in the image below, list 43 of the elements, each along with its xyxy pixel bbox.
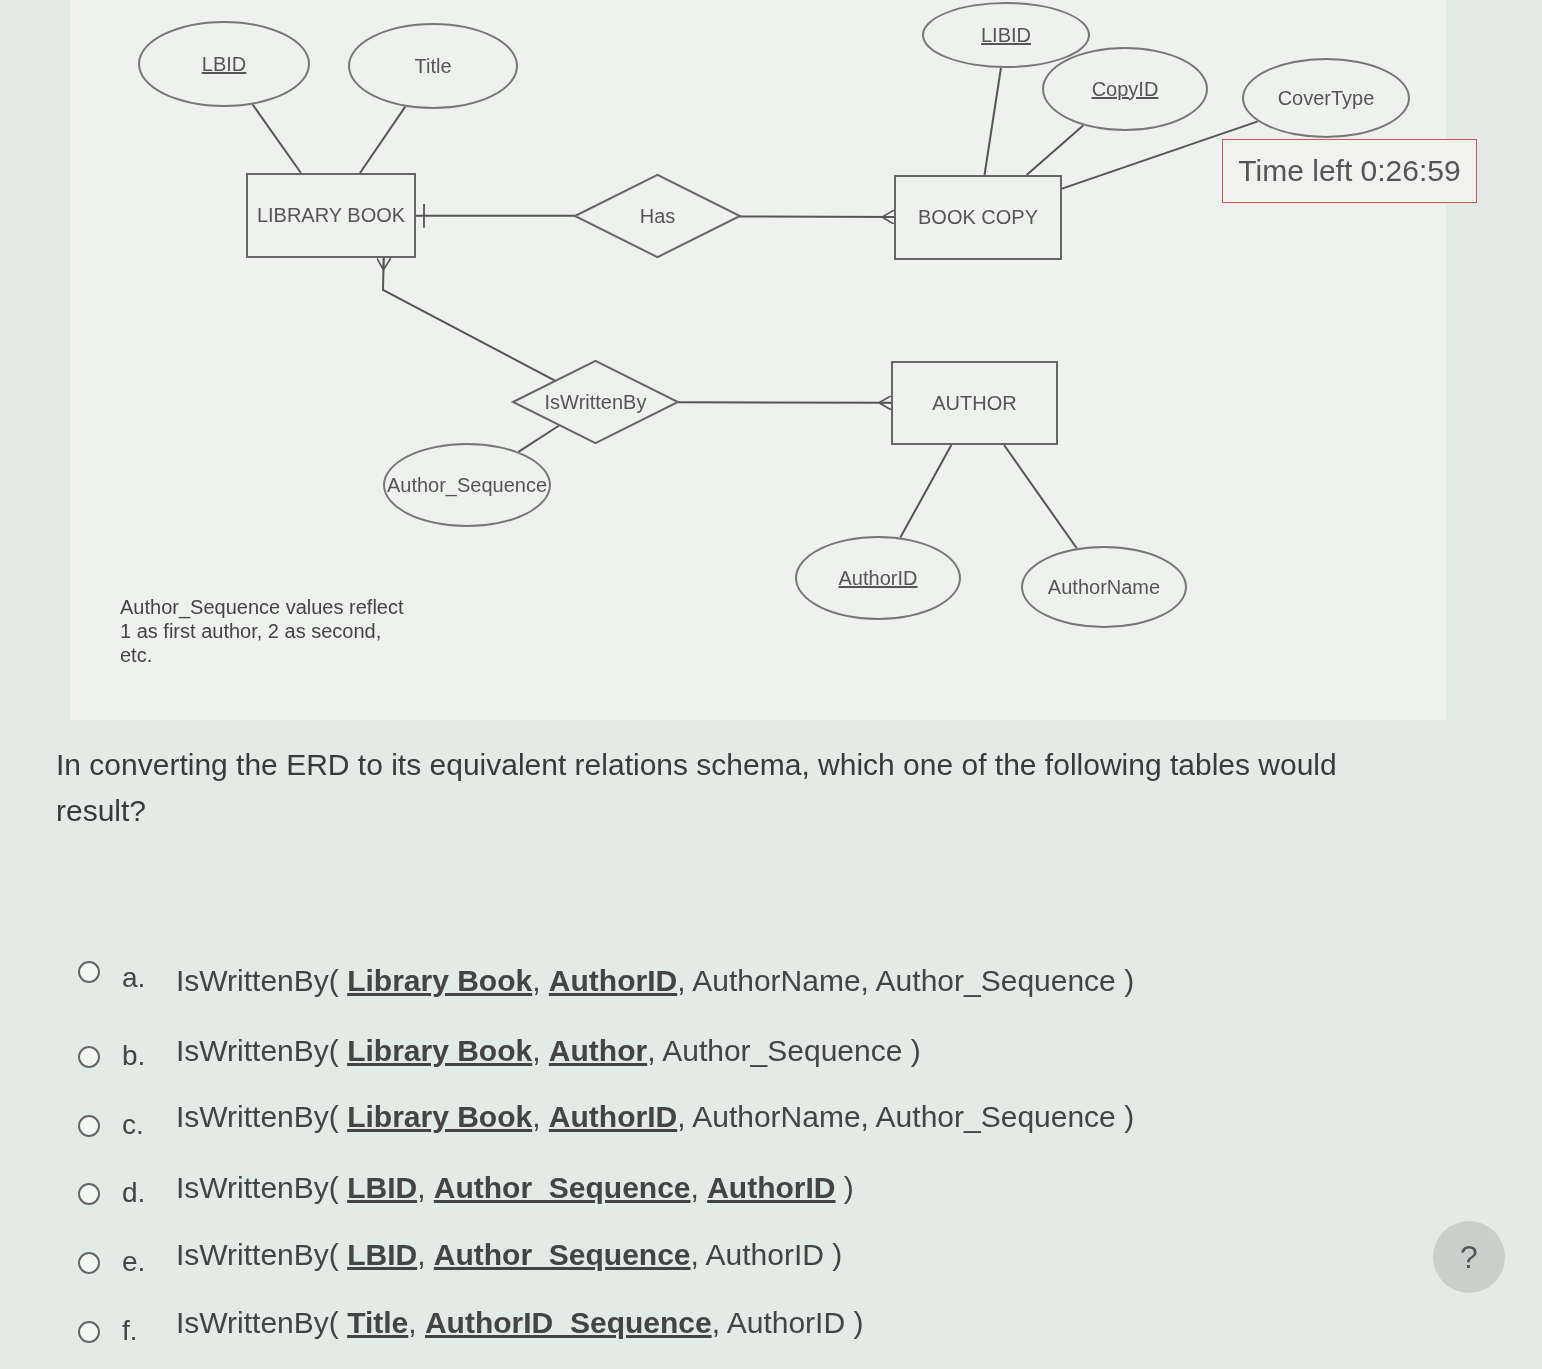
- option-letter: b.: [122, 1040, 146, 1072]
- option-letter: c.: [122, 1109, 144, 1141]
- relationship-line: [415, 202, 577, 229]
- relationship-line: [375, 257, 556, 382]
- connector-line: [983, 66, 1002, 176]
- answer-option: IsWrittenBy( Library Book, Author, Author_Sequence ): [176, 1034, 921, 1068]
- relationship-name: Has: [639, 204, 676, 228]
- answer-option: IsWrittenBy( LBID, Author_Sequence, AuthorID ): [176, 1238, 843, 1272]
- connector-line: [1025, 124, 1085, 176]
- connector-line: [517, 424, 561, 453]
- option-letter: a.: [122, 962, 146, 994]
- attribute-name: CopyID: [1091, 77, 1159, 101]
- entity-box: [246, 173, 416, 258]
- attribute-name: Author_Sequence: [386, 473, 548, 497]
- attribute-name: CoverType: [1277, 86, 1375, 110]
- answer-option: IsWrittenBy( Library Book, AuthorID, AuthorName, Author_Sequence ): [176, 964, 1135, 998]
- answer-option: IsWrittenBy( Library Book, AuthorID, AuthorName, Author_Sequence ): [176, 1100, 1135, 1134]
- entity-name: AUTHOR: [932, 391, 1017, 415]
- help-button: ?: [1433, 1221, 1505, 1293]
- relationship-line: [676, 395, 892, 411]
- relationship-name: IsWrittenBy: [544, 390, 647, 414]
- entity-name: LIBRARY BOOK: [256, 204, 406, 227]
- relationship-diamond: [513, 360, 678, 444]
- option-letter: d.: [122, 1177, 146, 1209]
- attribute-name: LBID: [201, 52, 247, 76]
- relationship-line: [738, 209, 895, 225]
- relationship-diamond: [575, 174, 740, 258]
- option-letter: e.: [122, 1246, 146, 1278]
- option-letter: f.: [122, 1315, 138, 1347]
- timer-text: Time left 0:26:59: [1222, 139, 1477, 203]
- connector-line: [1061, 120, 1259, 190]
- attribute-name: AuthorID: [838, 566, 918, 590]
- attribute-name: Title: [414, 54, 452, 78]
- question-text: In converting the ERD to its equivalent relations schema, which one of the following tables would result?: [56, 747, 1338, 829]
- answer-option: IsWrittenBy( Title, AuthorID_Sequence, AuthorID ): [176, 1306, 864, 1340]
- attribute-name: AuthorName: [1047, 575, 1161, 599]
- entity-name: BOOK COPY: [918, 206, 1038, 229]
- answer-option: IsWrittenBy( LBID, Author_Sequence, AuthorID ): [176, 1171, 854, 1205]
- entity-box: [894, 175, 1062, 260]
- note-text: Author_Sequence values reflect 1 as first author, 2 as second, etc.: [120, 595, 405, 667]
- connector-line: [899, 444, 953, 539]
- attribute-name: LIBID: [981, 23, 1031, 47]
- entity-box: [891, 361, 1058, 445]
